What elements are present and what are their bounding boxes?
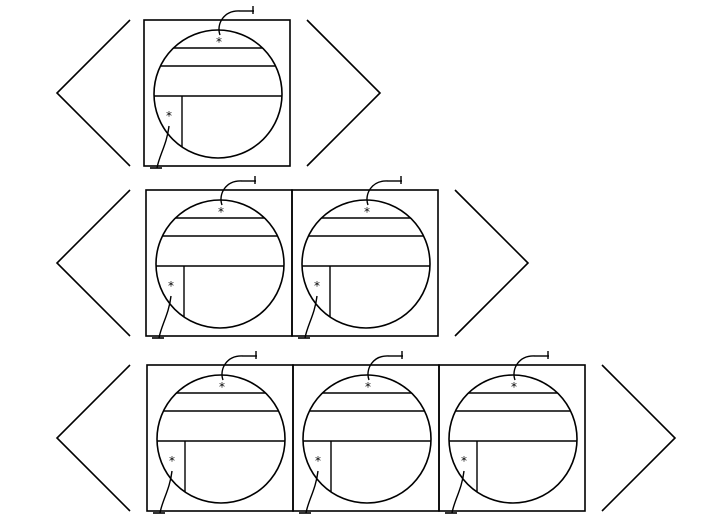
bottom-marker: *	[166, 109, 172, 123]
top-lead-wire	[218, 10, 241, 36]
row-1: **	[55, 6, 382, 169]
unit-1: **	[143, 6, 291, 169]
bottom-marker: *	[315, 454, 321, 468]
top-marker: *	[216, 35, 222, 49]
row-3: ******	[55, 351, 677, 514]
row-2: ****	[55, 176, 530, 339]
bottom-lead-wire	[156, 125, 170, 169]
right-chevron	[601, 364, 677, 512]
left-chevron	[55, 19, 131, 167]
bottom-marker: *	[461, 454, 467, 468]
bottom-marker: *	[169, 454, 175, 468]
top-marker: *	[218, 205, 224, 219]
unit-1: **	[146, 351, 294, 514]
unit-circle	[155, 199, 285, 329]
unit-3: **	[438, 351, 586, 514]
unit-frame	[291, 189, 439, 337]
right-chevron	[454, 189, 530, 337]
top-marker: *	[511, 380, 517, 394]
unit-frame	[438, 364, 586, 512]
unit-circle	[302, 374, 432, 504]
top-lead-wire	[220, 180, 243, 206]
top-marker: *	[365, 380, 371, 394]
bottom-lead-wire	[304, 295, 318, 339]
unit-frame	[143, 19, 291, 167]
top-lead-wire	[367, 355, 390, 381]
unit-1: **	[145, 176, 293, 339]
unit-circle	[448, 374, 578, 504]
bottom-marker: *	[168, 279, 174, 293]
left-chevron	[55, 189, 131, 337]
top-lead-wire	[513, 355, 536, 381]
right-chevron	[306, 19, 382, 167]
bottom-marker: *	[314, 279, 320, 293]
bottom-lead-wire	[158, 295, 172, 339]
top-marker: *	[364, 205, 370, 219]
bottom-lead-wire	[305, 470, 319, 514]
unit-circle	[153, 29, 283, 159]
bottom-lead-wire	[159, 470, 173, 514]
unit-circle	[156, 374, 286, 504]
bottom-lead-wire	[451, 470, 465, 514]
unit-circle	[301, 199, 431, 329]
top-marker: *	[219, 380, 225, 394]
top-lead-wire	[366, 180, 389, 206]
unit-2: **	[291, 176, 439, 339]
left-chevron	[55, 364, 131, 512]
unit-2: **	[292, 351, 440, 514]
top-lead-wire	[221, 355, 244, 381]
